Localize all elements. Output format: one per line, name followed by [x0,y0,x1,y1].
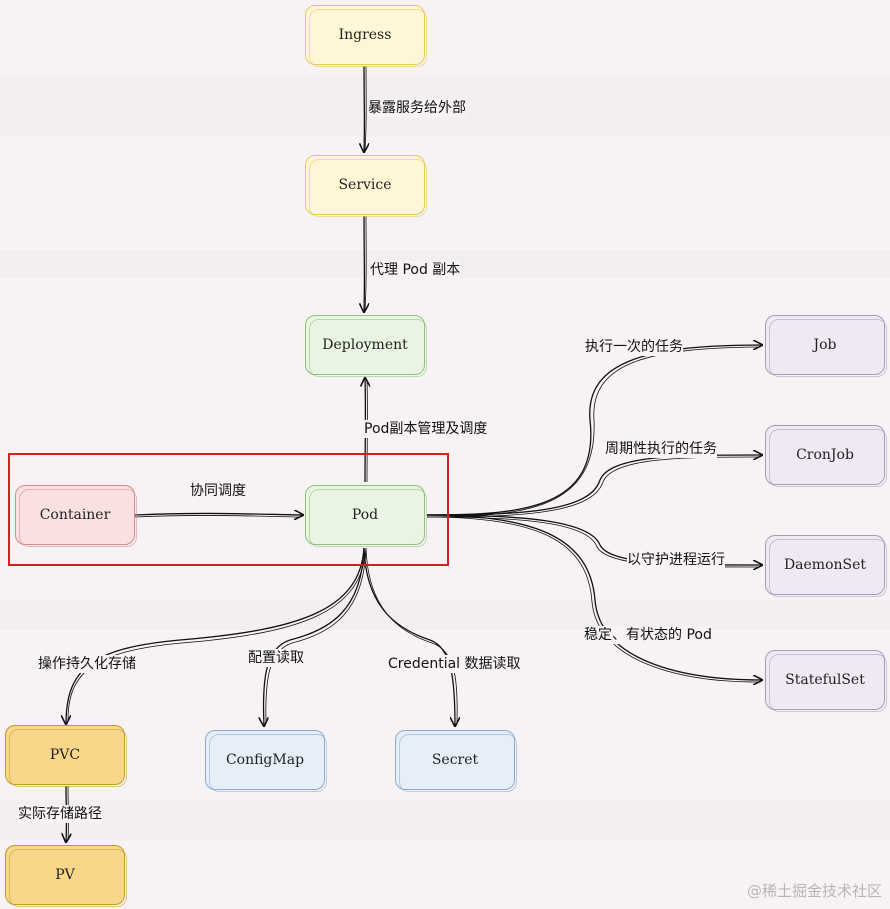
node-ingress-label: Ingress [338,27,392,43]
background-band [0,800,890,840]
edge-container-pod [134,513,303,515]
node-pvc[interactable]: PVC [5,725,127,787]
node-statefulset[interactable]: StatefulSet [765,650,887,712]
node-pv[interactable]: PV [5,845,127,907]
node-daemonset[interactable]: DaemonSet [765,535,887,597]
edge-label-container-pod: 协同调度 [190,482,246,500]
edge-label-ingress-service: 暴露服务给外部 [368,99,466,117]
highlight-box [8,453,449,566]
node-cronjob[interactable]: CronJob [765,425,887,487]
edge-pod-pvc [66,547,365,724]
node-pod[interactable]: Pod [305,485,427,547]
node-pv-label: PV [55,867,75,883]
edge-pod-secret [363,547,455,726]
node-container-label: Container [39,507,111,523]
edge-pod-configmap [263,547,365,726]
edge-pod-cronjob [426,455,762,516]
node-service-label: Service [338,177,392,193]
edge-label-pod-secret: Credential 数据读取 [388,655,521,673]
node-service[interactable]: Service [305,155,427,217]
node-secret-label: Secret [431,752,479,768]
edge-label-service-deployment: 代理 Pod 副本 [370,261,461,279]
node-job-label: Job [813,337,837,353]
node-secret[interactable]: Secret [395,730,517,792]
edge-label-pod-statefulset: 稳定、有状态的 Pod [584,626,712,644]
node-statefulset-label: StatefulSet [785,672,865,688]
edge-label-pod-job: 执行一次的任务 [585,338,683,356]
watermark: @稀土掘金技术社区 [746,882,882,900]
edge-pod-statefulset [426,514,762,680]
node-daemonset-label: DaemonSet [783,557,867,573]
edge-label-pod-daemonset: 以守护进程运行 [627,551,725,569]
node-pvc-label: PVC [49,747,81,763]
background-band [0,600,890,630]
edge-label-pod-cronjob: 周期性执行的任务 [605,440,717,458]
node-container[interactable]: Container [15,485,137,547]
node-configmap-label: ConfigMap [225,752,305,768]
node-configmap[interactable]: ConfigMap [205,730,327,792]
edge-label-pod-deployment: Pod副本管理及调度 [364,420,488,438]
node-deployment[interactable]: Deployment [305,315,427,377]
node-ingress[interactable]: Ingress [305,5,427,67]
edge-label-pvc-pv: 实际存储路径 [18,805,102,823]
node-pod-label: Pod [351,507,379,523]
edge-label-pod-pvc: 操作持久化存储 [38,655,136,673]
node-job[interactable]: Job [765,315,887,377]
edge-label-pod-configmap: 配置读取 [248,649,304,667]
node-cronjob-label: CronJob [796,447,854,463]
node-deployment-label: Deployment [322,337,408,353]
